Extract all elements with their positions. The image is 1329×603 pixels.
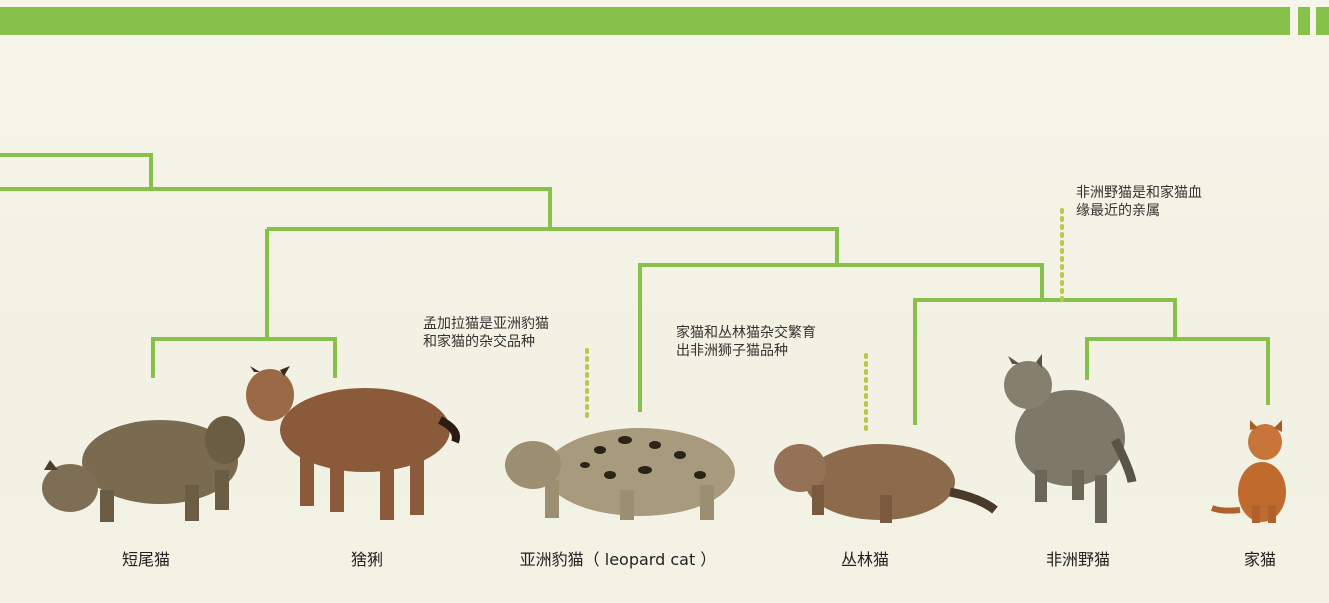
domestic-cat-image bbox=[1210, 420, 1286, 523]
note-african-line: 缘最近的亲属 bbox=[1076, 203, 1160, 219]
header-bar-segment bbox=[1298, 7, 1310, 35]
note-african-line: 非洲野猫是和家猫血 bbox=[1076, 185, 1202, 201]
leopard-cat-image bbox=[505, 428, 735, 520]
label-leopard-cat: 亚洲豹猫（ leopard cat ） bbox=[519, 550, 717, 569]
branch-felis-pair bbox=[913, 298, 1177, 425]
branch-wildcat-pair bbox=[1085, 337, 1270, 405]
label-african-wildcat: 非洲野猫 bbox=[1045, 550, 1111, 569]
label-domestic-cat: 家猫 bbox=[1243, 550, 1277, 569]
label-lynx: 猞猁 bbox=[350, 550, 384, 569]
branch-leopard-cat bbox=[638, 263, 1044, 412]
african-wildcat-image bbox=[1004, 354, 1137, 523]
note-bengal-line: 和家猫的杂交品种 bbox=[423, 334, 535, 350]
branch-felis-clade bbox=[267, 227, 839, 265]
branch-root bbox=[0, 153, 153, 189]
label-jungle-cat: 丛林猫 bbox=[840, 550, 890, 569]
note-chausie-line: 家猫和丛林猫杂交繁育 bbox=[676, 325, 816, 341]
label-bobcat: 短尾猫 bbox=[121, 550, 171, 569]
note-bengal-line: 孟加拉猫是亚洲豹猫 bbox=[423, 316, 549, 332]
branch-lynx-pair bbox=[151, 337, 337, 378]
note-bengal: 孟加拉猫是亚洲豹猫 和家猫的杂交品种 bbox=[423, 315, 549, 351]
header-bar bbox=[0, 7, 1290, 35]
jungle-cat-image bbox=[774, 444, 998, 523]
header-bar-segment bbox=[1316, 7, 1329, 35]
bobcat-image bbox=[42, 416, 245, 522]
note-african: 非洲野猫是和家猫血 缘最近的亲属 bbox=[1076, 184, 1202, 220]
note-chausie-line: 出非洲狮子猫品种 bbox=[676, 343, 788, 359]
branch-main bbox=[0, 187, 552, 229]
note-chausie: 家猫和丛林猫杂交繁育 出非洲狮子猫品种 bbox=[676, 324, 816, 360]
lynx-image bbox=[246, 366, 460, 520]
